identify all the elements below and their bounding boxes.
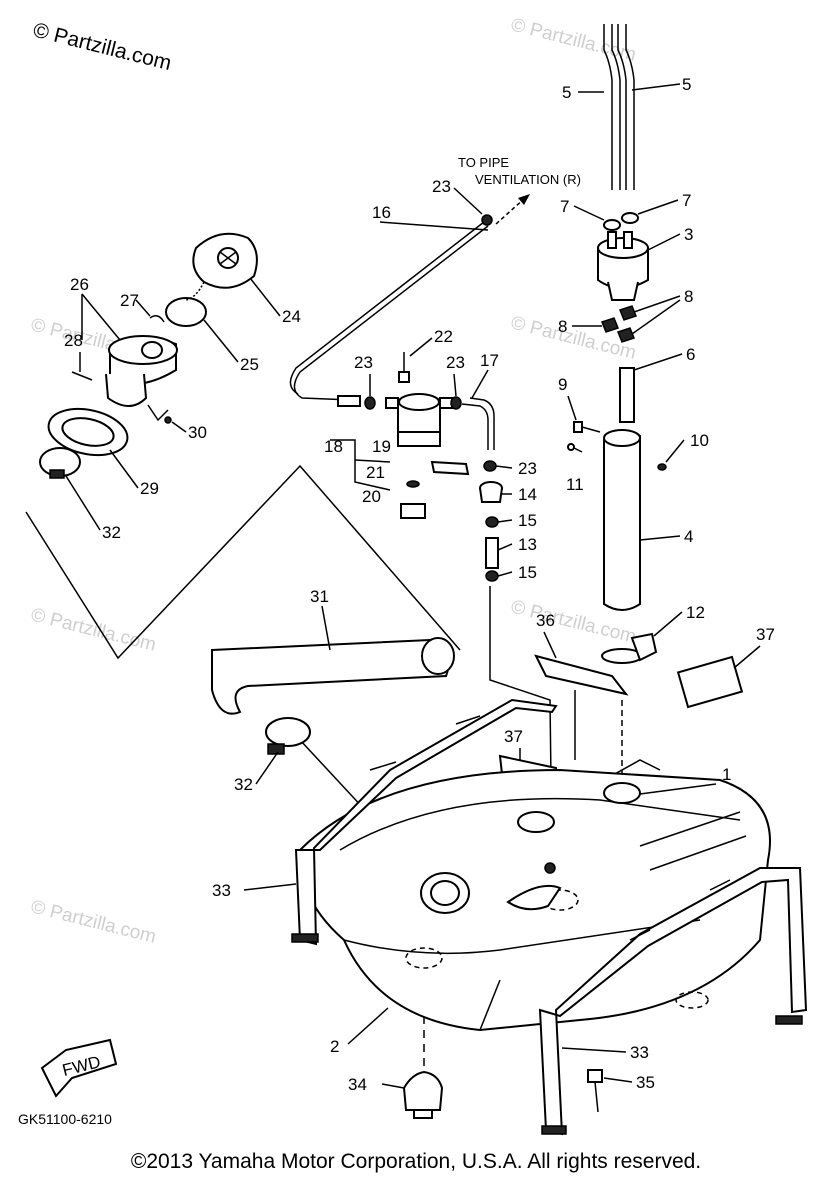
label-1: 1 [722,765,731,784]
label-3: 3 [684,225,693,244]
label-32b: 32 [234,775,253,794]
fwd-arrow: FWD [40,1038,118,1098]
copyright-notice: ©2013 Yamaha Motor Corporation, U.S.A. A… [130,1150,702,1173]
label-16: 16 [372,203,391,222]
ventilation-arrow [495,194,530,225]
label-25: 25 [240,355,259,374]
label-37b: 37 [504,727,523,746]
bolt-9 [573,421,601,433]
label-15b: 15 [518,563,537,582]
label-35: 35 [636,1073,655,1092]
label-27: 27 [120,291,139,310]
label-23a: 23 [446,353,465,372]
tank-bands-33 [291,698,808,1136]
label-12: 12 [686,603,705,622]
label-31: 31 [310,587,329,606]
label-23d: 23 [432,177,451,196]
clamp-12 [601,632,658,664]
vent-pipes [603,24,635,190]
label-33a: 33 [212,881,231,900]
clamps-7 [603,212,639,231]
valve-14 [479,481,503,503]
label-7a: 7 [560,197,569,216]
label-9: 9 [558,375,567,394]
ventilation-note-line2: VENTILATION (R) [475,172,581,187]
filler-hose-31 [211,637,455,715]
label-15a: 15 [518,511,537,530]
clamps-8 [601,305,637,343]
bolt-35 [587,1069,603,1113]
label-2: 2 [330,1037,339,1056]
pad-37 [676,655,744,709]
nut-20 [400,503,426,519]
label-23b: 23 [354,353,373,372]
label-4: 4 [684,527,693,546]
label-14: 14 [518,485,537,504]
label-7b: 7 [682,191,691,210]
label-17: 17 [480,351,499,370]
label-19: 19 [372,437,391,456]
cap-ring-25 [165,297,207,327]
label-24: 24 [282,307,301,326]
washer-10 [657,463,667,471]
gasket-29 [47,407,129,457]
label-6: 6 [686,345,695,364]
label-37a: 37 [756,625,775,644]
screw-11 [567,443,583,453]
label-33b: 33 [630,1043,649,1062]
label-8b: 8 [684,287,693,306]
clamp-15-lower [485,570,499,582]
breather-hose-16 [293,225,489,401]
hose-13 [485,537,499,569]
fuel-cap-24 [192,232,258,289]
label-20: 20 [362,487,381,506]
filler-pipe-4 [603,429,641,611]
label-21: 21 [366,463,385,482]
watermark: © Partzilla.com [29,896,158,947]
label-36: 36 [536,611,555,630]
clamps-23 [364,214,497,472]
watermark: © Partzilla.com [509,312,638,363]
fuel-filter-18 [385,393,453,447]
label-10: 10 [690,431,709,450]
clamp-15 [485,516,499,528]
hose-17 [469,397,495,450]
screw-28 [71,371,93,381]
filler-neck-26 [105,335,178,407]
hose-6 [619,367,635,423]
hose-short [337,395,361,407]
part-labels: 1 2 3 4 5 5 6 7 7 8 8 9 10 11 12 13 14 1… [64,75,775,1094]
label-5a: 5 [562,83,571,102]
clip-27 [149,315,165,323]
label-leaders [65,83,761,1089]
label-22: 22 [434,327,453,346]
bracket-19 [430,460,470,476]
clamp-32-lower [265,717,311,755]
gasket-36 [534,654,629,696]
label-26: 26 [70,275,89,294]
label-11: 11 [566,475,584,494]
clamp-32 [39,447,81,479]
label-18: 18 [324,437,343,456]
tank-mount-34 [402,1070,444,1119]
label-5b: 5 [682,75,691,94]
fuel-sender-unit [597,231,649,301]
watermark-primary: © Partzilla.com [31,19,174,76]
screw-22 [398,352,410,383]
diagram-code: GK51100-6210 [18,1111,112,1127]
ventilation-note-line1: TO PIPE [458,155,509,170]
label-8a: 8 [558,317,567,336]
screw-30 [164,416,172,424]
label-30: 30 [188,423,207,442]
label-23c: 23 [518,459,537,478]
label-29: 29 [140,479,159,498]
label-32a: 32 [102,523,121,542]
label-28: 28 [64,331,83,350]
watermark: © Partzilla.com [29,604,158,655]
grommet-21 [406,480,420,488]
label-13: 13 [518,535,537,554]
fuel-tank-2 [298,768,771,1032]
label-34: 34 [348,1075,367,1094]
